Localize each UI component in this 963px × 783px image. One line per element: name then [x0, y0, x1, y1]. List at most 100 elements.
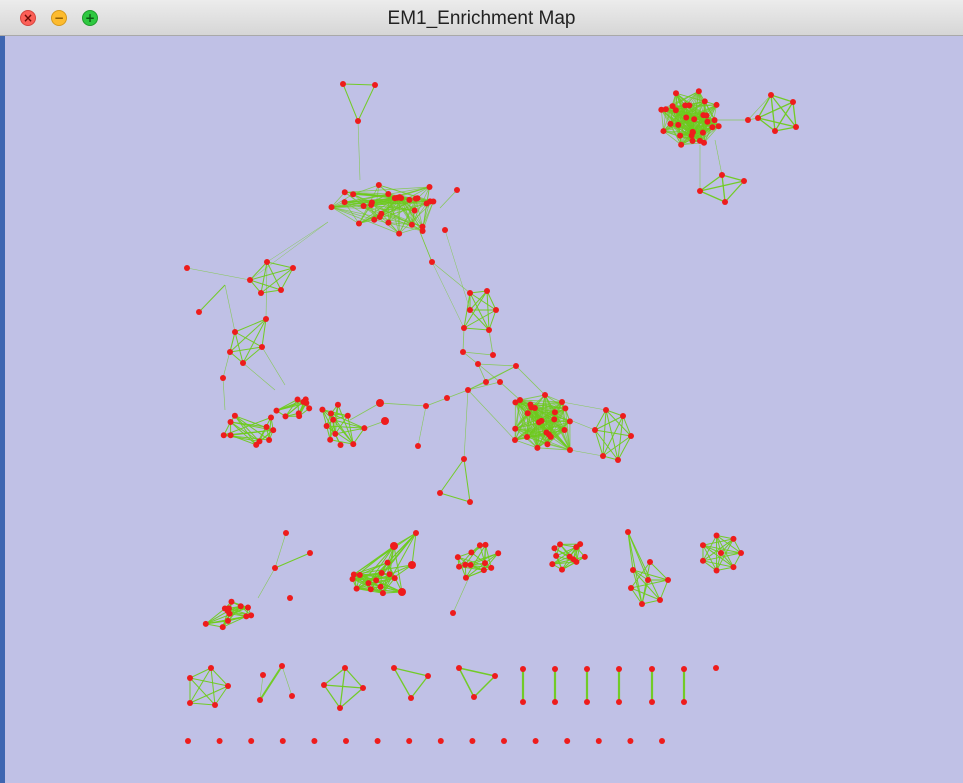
- network-node[interactable]: [263, 423, 270, 430]
- network-node[interactable]: [330, 416, 337, 423]
- network-node[interactable]: [257, 697, 263, 703]
- network-node[interactable]: [467, 307, 473, 313]
- network-node[interactable]: [411, 207, 418, 214]
- network-node[interactable]: [490, 352, 496, 358]
- network-node[interactable]: [378, 210, 385, 217]
- network-node[interactable]: [486, 327, 492, 333]
- network-node[interactable]: [552, 699, 558, 705]
- network-node[interactable]: [437, 738, 444, 744]
- network-node[interactable]: [559, 566, 566, 573]
- network-node[interactable]: [584, 666, 590, 672]
- network-node[interactable]: [337, 441, 344, 448]
- network-node[interactable]: [408, 221, 415, 228]
- network-node[interactable]: [480, 567, 487, 574]
- network-node[interactable]: [488, 564, 495, 571]
- network-node[interactable]: [695, 88, 702, 95]
- network-node[interactable]: [187, 675, 193, 681]
- network-node[interactable]: [361, 425, 368, 432]
- network-node[interactable]: [273, 407, 280, 414]
- network-node[interactable]: [350, 441, 357, 448]
- network-node[interactable]: [630, 567, 636, 573]
- network-node[interactable]: [231, 412, 238, 419]
- network-node[interactable]: [532, 738, 539, 744]
- network-node[interactable]: [375, 181, 382, 188]
- network-node[interactable]: [442, 227, 448, 233]
- network-node[interactable]: [691, 116, 698, 123]
- network-node[interactable]: [185, 738, 191, 744]
- network-node[interactable]: [649, 699, 655, 705]
- network-node[interactable]: [426, 183, 433, 190]
- network-node[interactable]: [647, 559, 653, 565]
- network-node[interactable]: [220, 375, 226, 381]
- network-node[interactable]: [378, 570, 385, 577]
- network-node[interactable]: [682, 102, 689, 109]
- network-node[interactable]: [697, 188, 703, 194]
- network-node[interactable]: [337, 705, 343, 711]
- network-node[interactable]: [738, 550, 744, 556]
- network-node[interactable]: [341, 189, 348, 196]
- network-node[interactable]: [501, 738, 507, 744]
- network-node[interactable]: [603, 407, 609, 413]
- network-node[interactable]: [467, 290, 473, 296]
- network-node[interactable]: [379, 590, 386, 597]
- network-node[interactable]: [307, 550, 313, 556]
- network-node[interactable]: [542, 392, 548, 398]
- network-node[interactable]: [427, 198, 434, 205]
- network-node[interactable]: [437, 490, 443, 496]
- network-node[interactable]: [408, 561, 416, 569]
- network-node[interactable]: [287, 595, 293, 601]
- minimize-button[interactable]: −: [51, 10, 67, 26]
- network-node[interactable]: [600, 453, 606, 459]
- close-button[interactable]: ×: [20, 10, 36, 26]
- network-node[interactable]: [703, 112, 710, 119]
- network-node[interactable]: [772, 128, 778, 134]
- network-node[interactable]: [212, 702, 218, 708]
- network-node[interactable]: [283, 530, 289, 536]
- network-node[interactable]: [627, 738, 634, 744]
- network-node[interactable]: [551, 416, 558, 423]
- network-node[interactable]: [248, 612, 255, 619]
- network-node[interactable]: [367, 586, 374, 593]
- network-node[interactable]: [391, 575, 398, 582]
- network-node[interactable]: [461, 456, 467, 462]
- network-node[interactable]: [391, 665, 397, 671]
- network-node[interactable]: [386, 571, 393, 578]
- network-node[interactable]: [616, 666, 622, 672]
- network-node[interactable]: [444, 395, 450, 401]
- network-node[interactable]: [373, 577, 380, 584]
- network-node[interactable]: [704, 118, 711, 125]
- network-node[interactable]: [244, 604, 251, 611]
- network-node[interactable]: [722, 199, 728, 205]
- network-node[interactable]: [713, 665, 719, 671]
- network-node[interactable]: [689, 137, 696, 144]
- network-node[interactable]: [406, 196, 413, 203]
- maximize-button[interactable]: +: [82, 10, 98, 26]
- network-node[interactable]: [413, 530, 419, 536]
- network-node[interactable]: [625, 529, 631, 535]
- network-node[interactable]: [462, 574, 469, 581]
- network-node[interactable]: [423, 403, 429, 409]
- network-node[interactable]: [699, 542, 706, 549]
- network-node[interactable]: [669, 103, 676, 110]
- network-node[interactable]: [615, 457, 621, 463]
- network-node[interactable]: [384, 559, 391, 566]
- network-node[interactable]: [497, 379, 503, 385]
- network-node[interactable]: [520, 699, 526, 705]
- network-node[interactable]: [270, 427, 277, 434]
- network-node[interactable]: [475, 361, 481, 367]
- network-node[interactable]: [524, 410, 531, 417]
- network-node[interactable]: [294, 396, 301, 403]
- network-node[interactable]: [564, 738, 571, 744]
- network-node[interactable]: [628, 585, 634, 591]
- network-node[interactable]: [253, 441, 260, 448]
- network-node[interactable]: [343, 738, 349, 744]
- network-node[interactable]: [260, 672, 266, 678]
- network-node[interactable]: [374, 738, 381, 744]
- network-node[interactable]: [419, 223, 426, 230]
- network-node[interactable]: [321, 682, 327, 688]
- network-node[interactable]: [365, 580, 372, 587]
- network-node[interactable]: [673, 90, 680, 97]
- network-node[interactable]: [232, 329, 238, 335]
- network-canvas[interactable]: [5, 36, 963, 783]
- network-node[interactable]: [467, 499, 473, 505]
